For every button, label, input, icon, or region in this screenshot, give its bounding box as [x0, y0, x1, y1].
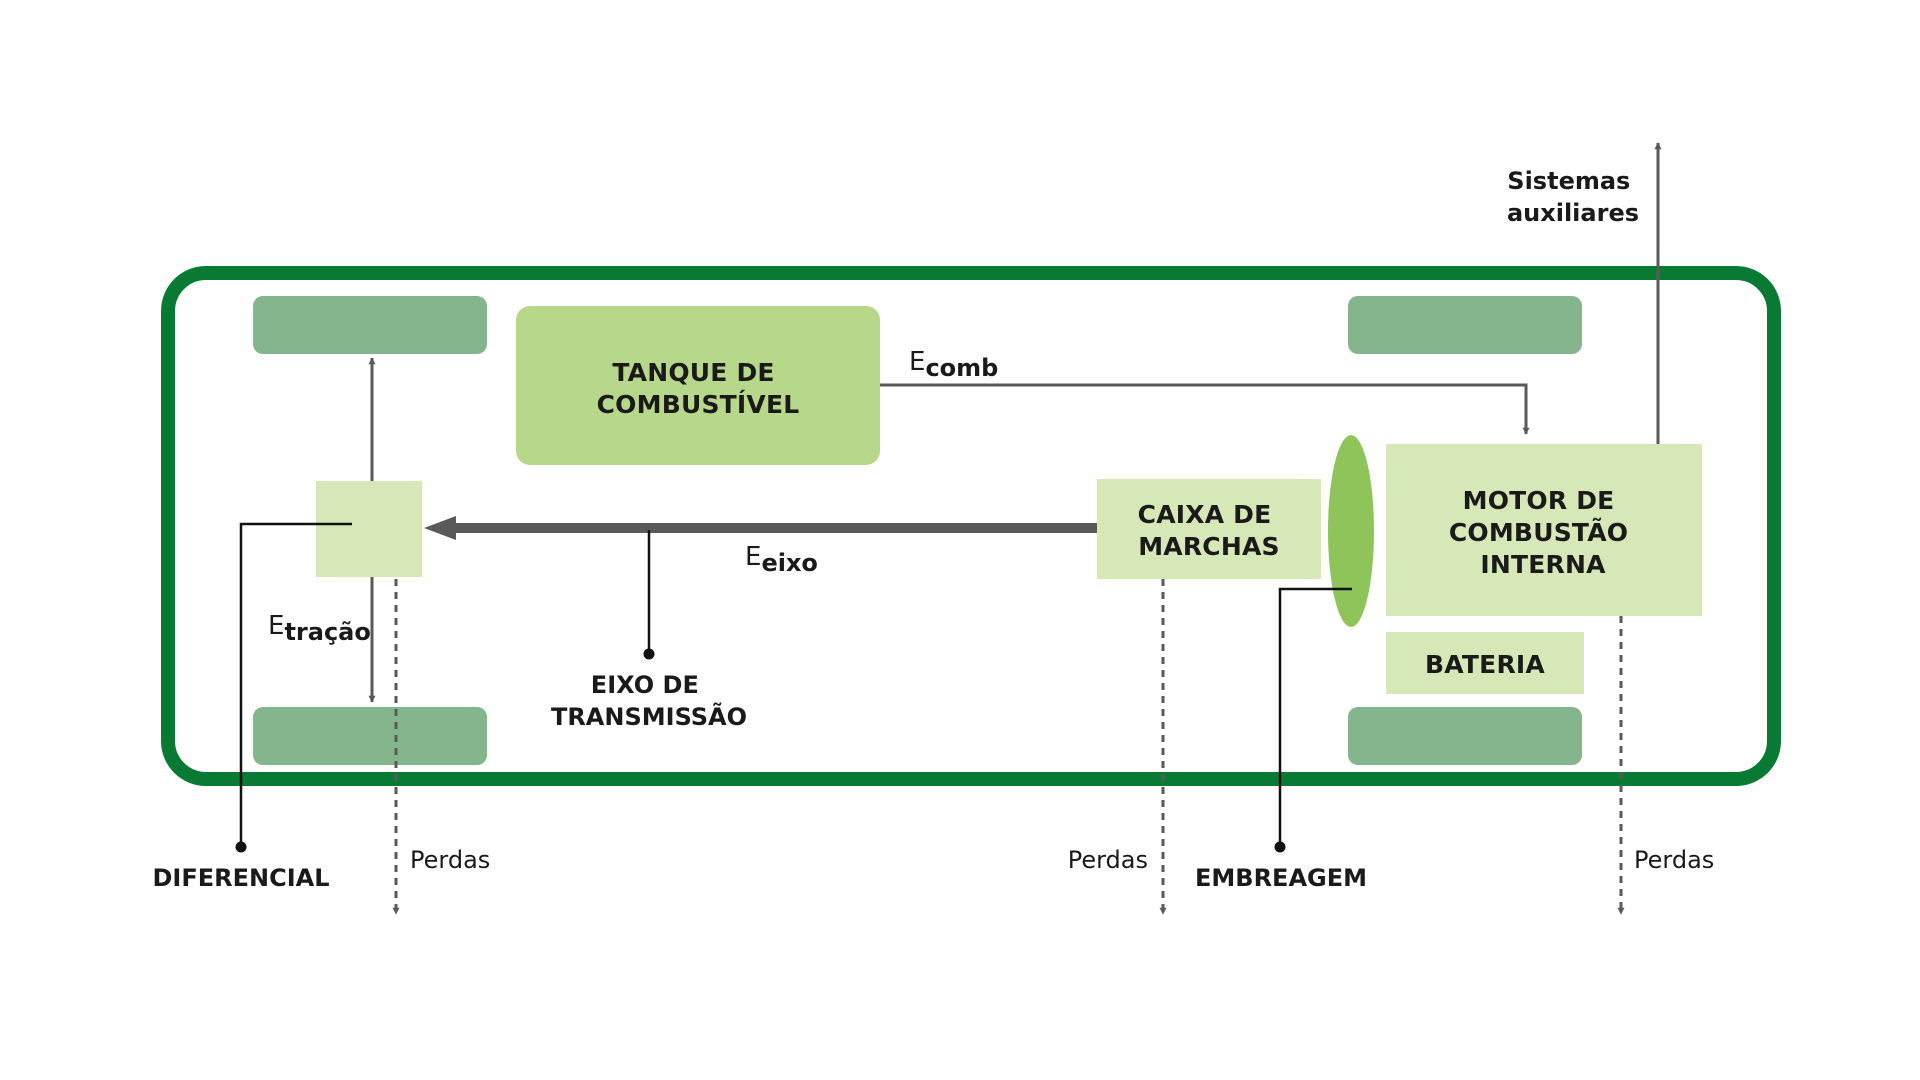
fuel-energy-label: Ecomb [909, 347, 998, 382]
engine-loss-label: Perdas [1634, 846, 1714, 874]
clutch-callout-dot [1274, 841, 1286, 853]
battery-box [1386, 632, 1584, 694]
auxiliary-systems-label: Sistemas auxiliares [1507, 167, 1639, 227]
axle-callout-dot [643, 648, 655, 660]
fuel-tank-label: TANQUE DE COMBUSTÍVEL [597, 358, 800, 419]
wheel-rear-right [1348, 707, 1582, 765]
fuel-flow-line [880, 383, 1530, 435]
engine-box [1386, 444, 1702, 616]
gearbox-box [1097, 479, 1321, 579]
axle-callout-label: EIXO DE TRANSMISSÃO [551, 671, 747, 731]
axle-shaft-arrowhead [424, 516, 456, 540]
battery-label: BATERIA [1425, 650, 1545, 679]
clutch-callout-label: EMBREAGEM [1195, 864, 1367, 892]
clutch-disc [1328, 435, 1374, 627]
differential-callout-label: DIFERENCIAL [152, 864, 329, 892]
traction-energy-label: Etração [268, 611, 371, 646]
fuel-tank-box [516, 306, 880, 465]
wheel-front-right [1348, 296, 1582, 354]
engine-label: MOTOR DE COMBUSTÃO INTERNA [1449, 486, 1637, 579]
clutch-callout-line [1278, 587, 1352, 846]
wheel-rear-left [253, 707, 487, 765]
vehicle-chassis [161, 266, 1781, 786]
axle-energy-label: Eeixo [745, 542, 818, 577]
differential-box [316, 481, 422, 577]
differential-loss-label: Perdas [410, 846, 490, 874]
gearbox-label: CAIXA DE MARCHAS [1138, 500, 1281, 561]
differential-callout-line [239, 522, 352, 846]
differential-callout-dot [235, 841, 247, 853]
gearbox-loss-label: Perdas [1068, 846, 1148, 874]
wheel-front-left [253, 296, 487, 354]
